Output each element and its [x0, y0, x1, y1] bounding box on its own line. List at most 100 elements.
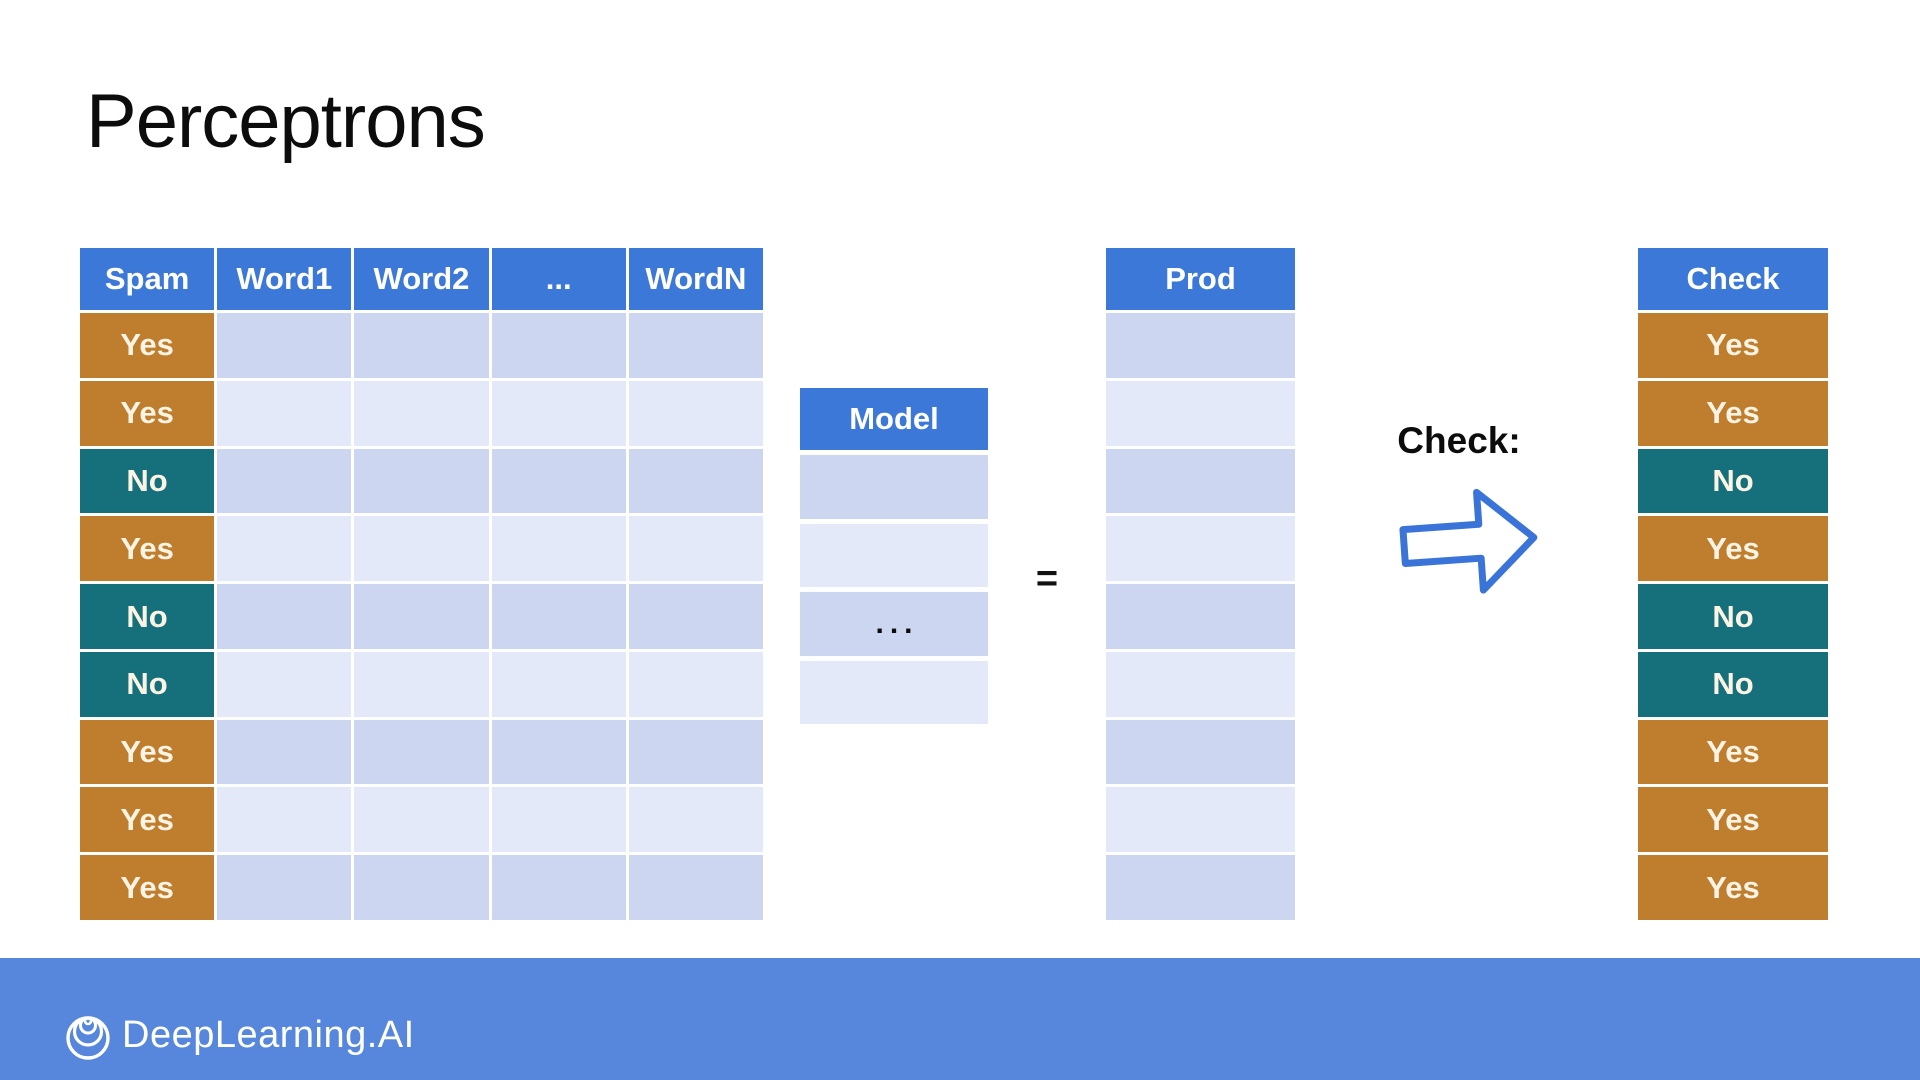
prod-row: [1106, 380, 1295, 446]
check-cell: Yes: [1638, 719, 1828, 785]
slide-title: Perceptrons: [86, 79, 486, 164]
empty-cell: [628, 516, 763, 582]
brand: DeepLearning.AI: [64, 1008, 415, 1062]
empty-cell: [491, 313, 626, 378]
spam-cell: Yes: [80, 380, 215, 446]
header-row: Prod: [1106, 248, 1295, 310]
empty-cell: [628, 584, 763, 649]
empty-cell: [217, 584, 352, 649]
table-row: Yes: [80, 516, 763, 582]
empty-cell: [354, 787, 489, 853]
empty-cell: [628, 855, 763, 921]
table-row: No: [80, 651, 763, 717]
empty-cell: [217, 313, 352, 378]
empty-cell: [217, 448, 352, 514]
empty-cell: [354, 313, 489, 378]
table-row: Yes: [80, 313, 763, 378]
header-row: Spam Word1 Word2 ... WordN: [80, 248, 763, 310]
check-row: No: [1638, 448, 1828, 514]
table-row: Yes: [80, 719, 763, 785]
equals-sign: =: [1035, 558, 1059, 600]
empty-cell: [491, 516, 626, 582]
brand-name: DeepLearning.AI: [122, 1013, 415, 1056]
empty-cell: [1106, 380, 1295, 446]
check-cell: Yes: [1638, 516, 1828, 582]
check-cell: Yes: [1638, 787, 1828, 853]
prod-row: [1106, 313, 1295, 378]
empty-cell: [1106, 313, 1295, 378]
empty-cell: [354, 584, 489, 649]
table-row: No: [80, 448, 763, 514]
empty-cell: [628, 719, 763, 785]
check-header: Check: [1638, 248, 1828, 310]
empty-cell: [491, 380, 626, 446]
empty-cell: [800, 455, 988, 519]
model-header: Model: [800, 388, 988, 450]
prod-row: [1106, 719, 1295, 785]
column-header-wordn: WordN: [628, 248, 763, 310]
column-header-spam: Spam: [80, 248, 215, 310]
header-row: Check: [1638, 248, 1828, 310]
check-cell: No: [1638, 448, 1828, 514]
deeplearning-ai-logo-icon: [66, 1016, 110, 1060]
prod-column: Prod: [1106, 248, 1295, 921]
spam-cell: Yes: [80, 855, 215, 921]
empty-cell: [1106, 651, 1295, 717]
check-row: Yes: [1638, 719, 1828, 785]
model-row: [800, 455, 988, 519]
model-row: ...: [800, 592, 988, 656]
empty-cell: [800, 660, 988, 724]
table-row: Yes: [80, 855, 763, 921]
empty-cell: [1106, 448, 1295, 514]
empty-cell: [354, 448, 489, 514]
model-ellipsis: ...: [800, 592, 988, 656]
model-row: [800, 523, 988, 587]
prod-row: [1106, 448, 1295, 514]
footer-bar: DeepLearning.AI: [0, 958, 1920, 1080]
check-row: Yes: [1638, 787, 1828, 853]
empty-cell: [491, 719, 626, 785]
prod-header: Prod: [1106, 248, 1295, 310]
prod-row: [1106, 787, 1295, 853]
empty-cell: [1106, 855, 1295, 921]
model-block: Model ...: [800, 388, 988, 724]
column-header-word1: Word1: [217, 248, 352, 310]
empty-cell: [217, 651, 352, 717]
empty-cell: [491, 787, 626, 853]
spam-cell: Yes: [80, 516, 215, 582]
empty-cell: [1106, 584, 1295, 649]
check-label: Check:: [1397, 420, 1521, 461]
right-arrow-icon: [1399, 488, 1538, 594]
empty-cell: [217, 855, 352, 921]
empty-cell: [628, 380, 763, 446]
spam-cell: Yes: [80, 787, 215, 853]
check-row: No: [1638, 651, 1828, 717]
check-row: Yes: [1638, 516, 1828, 582]
prod-row: [1106, 651, 1295, 717]
spam-cell: Yes: [80, 719, 215, 785]
table-row: Yes: [80, 787, 763, 853]
empty-cell: [1106, 516, 1295, 582]
empty-cell: [217, 516, 352, 582]
check-cell: Yes: [1638, 380, 1828, 446]
empty-cell: [1106, 787, 1295, 853]
spam-cell: No: [80, 651, 215, 717]
check-column: Check Yes Yes No Yes No No Yes Yes Yes: [1638, 248, 1828, 921]
check-row: Yes: [1638, 380, 1828, 446]
empty-cell: [628, 448, 763, 514]
empty-cell: [354, 651, 489, 717]
prod-row: [1106, 516, 1295, 582]
header-row: Model: [800, 388, 988, 450]
spam-cell: No: [80, 584, 215, 649]
empty-cell: [491, 584, 626, 649]
check-cell: No: [1638, 584, 1828, 649]
empty-cell: [491, 651, 626, 717]
empty-cell: [628, 787, 763, 853]
empty-cell: [491, 855, 626, 921]
column-header-word2: Word2: [354, 248, 489, 310]
empty-cell: [354, 855, 489, 921]
empty-cell: [354, 719, 489, 785]
prod-row: [1106, 584, 1295, 649]
empty-cell: [217, 787, 352, 853]
